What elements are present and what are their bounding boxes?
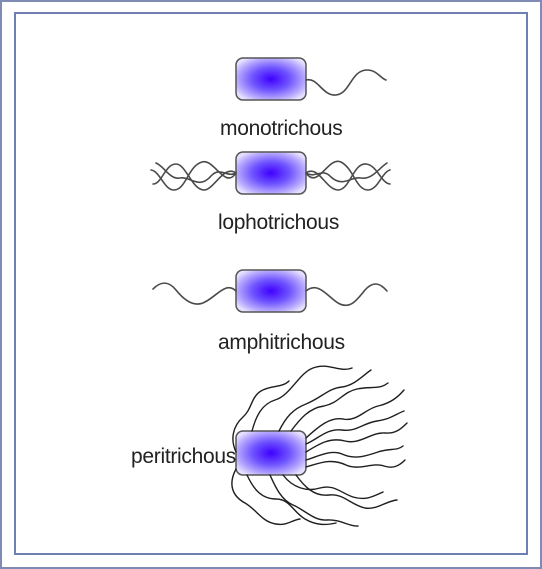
peritrichous-flagellum-2 bbox=[279, 370, 371, 431]
peritrichous-label: peritrichous bbox=[131, 445, 236, 468]
lophotrichous-group: lophotrichous bbox=[151, 152, 390, 234]
monotrichous-cell bbox=[236, 58, 306, 100]
lophotrichous-label: lophotrichous bbox=[218, 211, 339, 234]
amphitrichous-group: amphitrichous bbox=[153, 270, 387, 354]
amphitrichous-cell bbox=[236, 270, 306, 312]
peritrichous-flagellum-8 bbox=[247, 475, 336, 524]
peritrichous-flagellum-6 bbox=[296, 475, 397, 508]
peritrichous-flagellum-1 bbox=[252, 366, 352, 431]
peritrichous-flagellum-12 bbox=[306, 411, 404, 444]
amphitrichous-label: amphitrichous bbox=[218, 331, 345, 354]
monotrichous-group: monotrichous bbox=[220, 58, 386, 140]
lophotrichous-cell bbox=[236, 152, 306, 194]
peritrichous-cell bbox=[236, 431, 306, 475]
lophotrichous-right-flagellum-2 bbox=[306, 161, 390, 190]
peritrichous-flagellum-4 bbox=[306, 423, 407, 452]
monotrichous-flagellum bbox=[306, 70, 386, 95]
peritrichous-flagellum-5 bbox=[306, 460, 405, 467]
peritrichous-group: peritrichous bbox=[131, 366, 407, 526]
lophotrichous-left-flagellum-2 bbox=[151, 162, 236, 190]
monotrichous-label: monotrichous bbox=[220, 117, 342, 140]
peritrichous-flagellum-3 bbox=[306, 390, 404, 438]
peritrichous-flagellum-13 bbox=[306, 446, 403, 460]
amphitrichous-right-flagellum bbox=[306, 284, 387, 305]
amphitrichous-left-flagellum bbox=[153, 283, 236, 304]
